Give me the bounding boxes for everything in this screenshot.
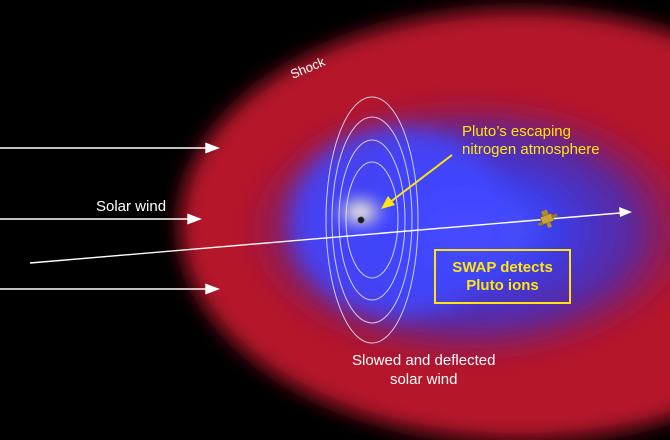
atmosphere-rings	[325, 96, 419, 344]
escaping-atmosphere-label: Pluto’s escaping nitrogen atmosphere	[462, 123, 600, 159]
swap-detects-box: SWAP detects Pluto ions	[434, 249, 571, 304]
arrowhead-middle	[187, 213, 202, 225]
arrowhead-bottom	[205, 283, 220, 295]
escaping-label-line1: Pluto’s escaping	[462, 123, 571, 140]
trajectory-arrow	[29, 207, 632, 264]
slowed-label-line1: Slowed and deflected	[352, 352, 496, 369]
arrowhead-top	[205, 142, 220, 154]
slowed-wind-label: Slowed and deflected solar wind	[352, 351, 495, 389]
escaping-label-line2: nitrogen atmosphere	[462, 141, 600, 158]
slowed-label-line2: solar wind	[389, 371, 458, 388]
swap-box-line2: Pluto ions	[466, 276, 539, 294]
atmosphere-pointer	[381, 154, 453, 209]
atmosphere-core	[328, 188, 392, 236]
solar-wind-arrows	[0, 142, 220, 295]
solar-wind-label: Solar wind	[96, 198, 167, 215]
swap-box-line1: SWAP detects	[452, 258, 553, 276]
new-horizons-spacecraft-icon	[537, 209, 558, 229]
pluto-icon	[357, 216, 365, 224]
